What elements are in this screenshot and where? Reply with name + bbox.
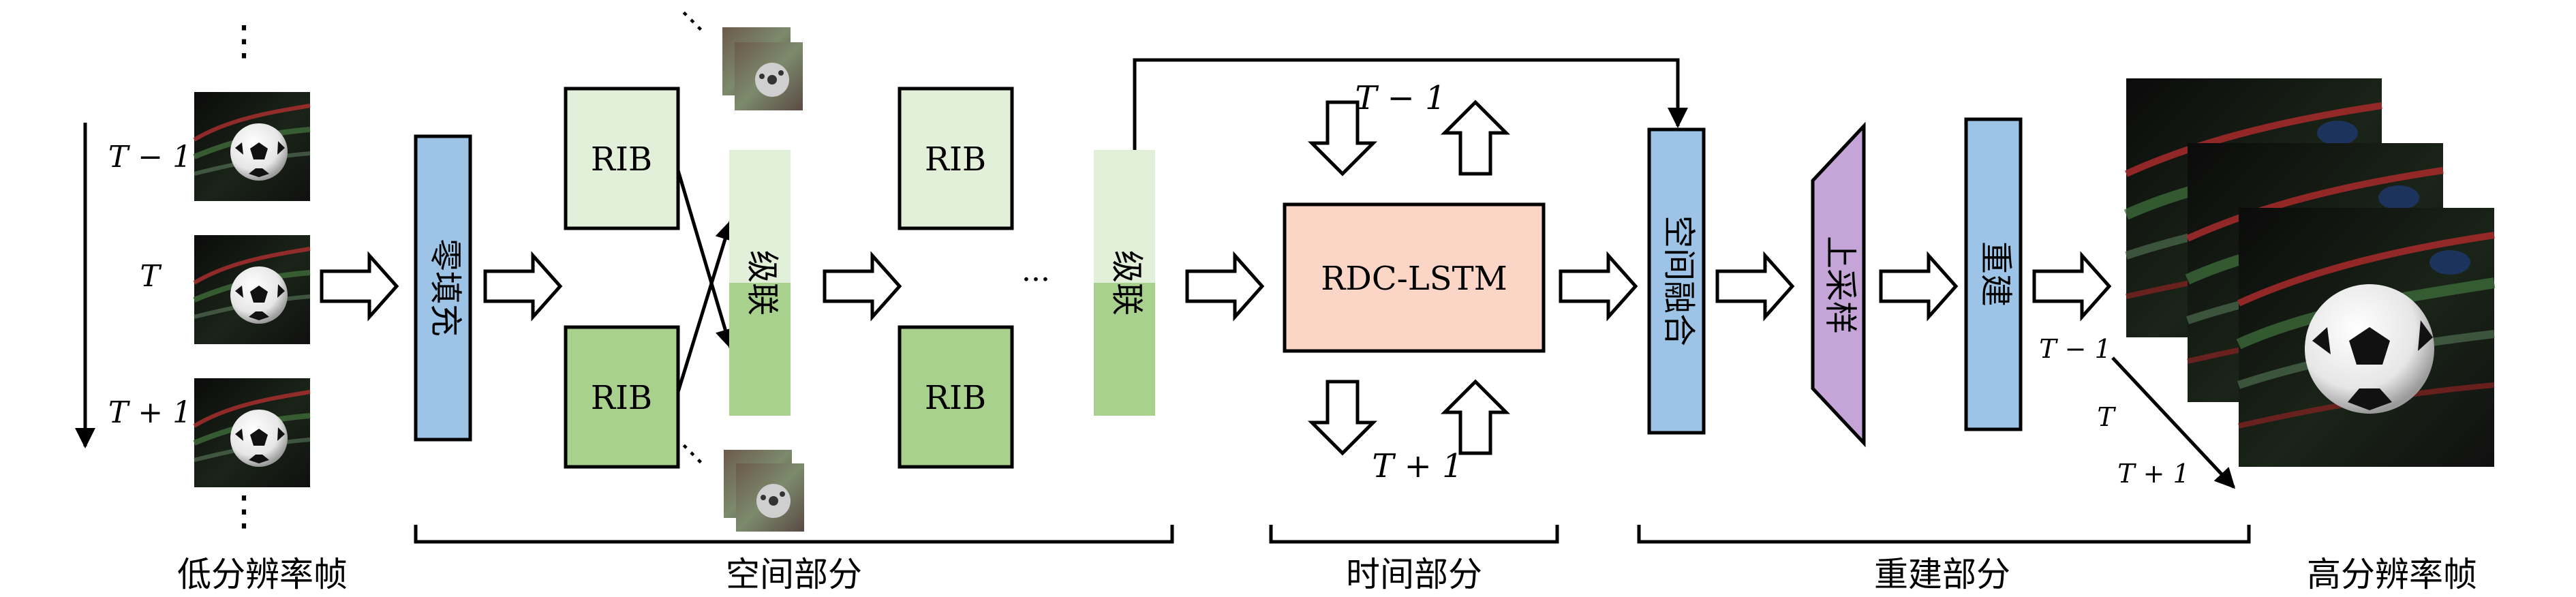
temporal-label-t-minus-1: T − 1 (1355, 79, 1445, 117)
output-label-t-plus-1: T + 1 (2117, 459, 2190, 489)
input-label-t-minus-1: T − 1 (108, 140, 191, 174)
svg-text:RIB: RIB (925, 140, 986, 179)
output-time-axis-arrow (2111, 356, 2236, 489)
input-frame-t-minus-1 (194, 92, 310, 201)
output-frames-group: T − 1 T T + 1 (2039, 78, 2494, 489)
bracket-reconstruction (1637, 525, 2251, 544)
section-label-low-res: 低分辨率帧 (177, 555, 348, 594)
bracket-spatial (414, 525, 1174, 544)
arrow-lstm-to-fusion (1561, 256, 1636, 317)
feature-thumb-top-b (735, 42, 803, 110)
concat-block-2: 级联 (1094, 150, 1155, 416)
cross-arrow-top-to-bottom (676, 170, 735, 350)
section-label-temporal: 时间部分 (1346, 555, 1482, 594)
arrow-input-to-zeropad (322, 256, 397, 317)
zero-padding-block: 零填充 (414, 134, 472, 442)
section-label-reconstruction: 重建部分 (1874, 555, 2010, 594)
cross-arrow-bottom-to-top (676, 219, 735, 393)
rdc-lstm-block: RDC-LSTM (1283, 202, 1546, 353)
arrow-upsample-to-reconstruct (1881, 256, 1956, 317)
rib-top-2: RIB (898, 87, 1014, 230)
svg-text:RIB: RIB (591, 379, 652, 417)
spatial-fusion-block: 空间融合 (1647, 127, 1706, 435)
concat-label-1: 级联 (743, 250, 782, 316)
input-label-t-plus-1: T + 1 (108, 395, 191, 430)
arrow-concat-to-lstm (1187, 256, 1262, 317)
svg-text:RIB: RIB (591, 140, 652, 179)
rdc-lstm-label: RDC-LSTM (1321, 260, 1507, 298)
arrow-reconstruct-to-output (2034, 256, 2109, 317)
vdots-top: ⋮ (224, 17, 264, 65)
temporal-out-arrow-bottom (1445, 382, 1506, 453)
rib-bottom-1: RIB (564, 325, 680, 469)
arrow-concat-to-rib2 (825, 256, 900, 317)
temporal-out-arrow-top (1445, 102, 1506, 174)
svg-text:RIB: RIB (925, 379, 986, 417)
reconstruct-block: 重建 (1964, 117, 2023, 431)
reconstruct-label: 重建 (1977, 241, 2015, 307)
spatial-fusion-label: 空间融合 (1660, 215, 1698, 346)
upsample-block: 上采样 (1811, 121, 1866, 448)
arrow-zeropad-to-rib (485, 256, 560, 317)
hdots-middle: ··· (1022, 262, 1050, 297)
output-label-t-minus-1: T − 1 (2039, 334, 2111, 364)
temporal-in-arrow-bottom (1312, 382, 1373, 453)
input-frames-group: ⋮ T − 1 T T + 1 ⋮ (75, 17, 310, 535)
input-frame-t-plus-1 (194, 378, 310, 487)
vdots-bottom: ⋮ (224, 487, 264, 535)
upsample-label: 上采样 (1822, 236, 1860, 334)
concat-block-1: 级联 (729, 150, 791, 416)
rib-top-1: RIB (564, 87, 680, 230)
diag-dots-top: ⋮ (669, 0, 715, 44)
skip-connection-arrow (1133, 58, 1688, 150)
feature-thumb-bottom-b (736, 463, 804, 532)
input-frame-t (194, 235, 310, 344)
zero-padding-label: 零填充 (427, 239, 465, 337)
arrow-fusion-to-upsample (1717, 256, 1792, 317)
rib-bottom-2: RIB (898, 325, 1014, 469)
section-label-spatial: 空间部分 (726, 555, 862, 594)
input-label-t: T (140, 259, 162, 294)
output-label-t: T (2097, 402, 2116, 432)
section-label-high-res: 高分辨率帧 (2307, 555, 2477, 594)
bracket-temporal (1269, 525, 1559, 544)
temporal-label-t-plus-1: T + 1 (1372, 447, 1462, 485)
concat-label-2: 级联 (1108, 250, 1146, 316)
